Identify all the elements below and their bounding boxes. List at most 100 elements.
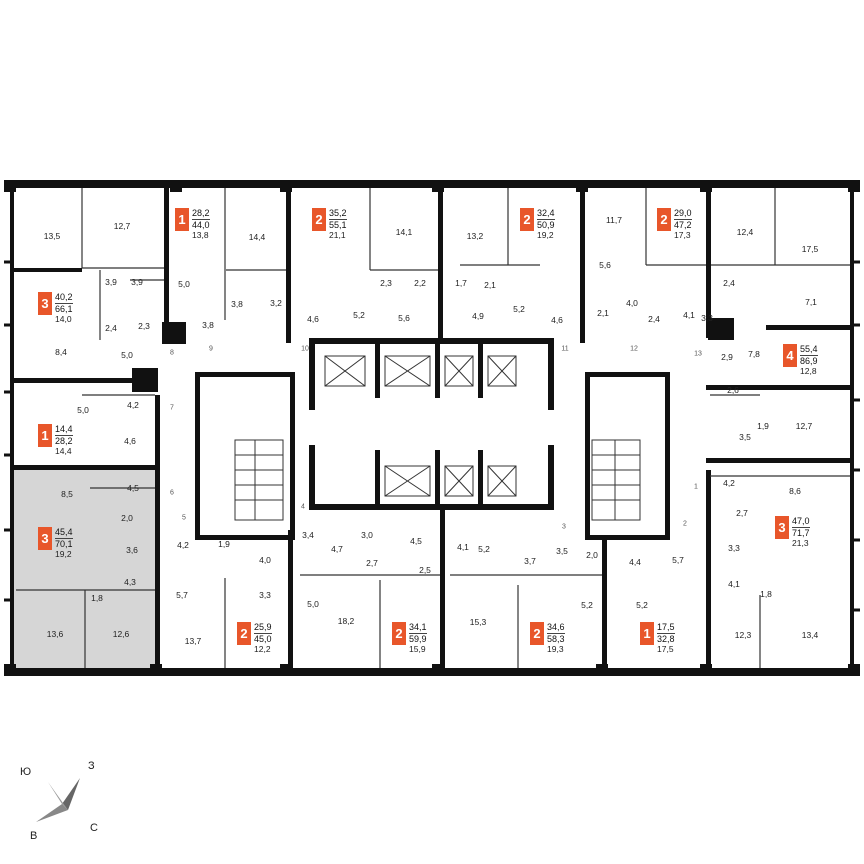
compass-n: З: [88, 760, 95, 772]
total-area: 45,0: [254, 634, 272, 644]
kitchen-area: 15,9: [409, 644, 426, 654]
room-area: 2,0: [586, 550, 598, 560]
room-area: 1,8: [760, 589, 772, 599]
total-area: 59,9: [409, 634, 427, 644]
entrance-number: 3: [562, 523, 566, 531]
room-area: 2,4: [105, 323, 117, 333]
kitchen-area: 14,4: [55, 446, 72, 456]
room-area: 5,2: [478, 544, 490, 554]
living-area: 14,4: [55, 424, 73, 436]
living-area: 55,4: [800, 344, 818, 356]
room-area: 4,0: [259, 555, 271, 565]
room-area: 3,9: [105, 277, 117, 287]
room-area: 4,6: [551, 315, 563, 325]
room-area: 4,5: [410, 536, 422, 546]
entrance-number: 10: [301, 345, 309, 353]
compass-rose-icon: [36, 778, 88, 830]
room-area: 4,1: [683, 310, 695, 320]
entrance-number: 7: [170, 404, 174, 412]
room-area: 14,1: [395, 227, 413, 237]
room-area: 13,2: [466, 231, 484, 241]
room-area: 5,2: [513, 304, 525, 314]
total-area: 28,2: [55, 436, 73, 446]
kitchen-area: 21,1: [329, 230, 346, 240]
room-area: 12,6: [112, 629, 130, 639]
entrance-number: 4: [301, 503, 305, 511]
room-area: 4,1: [728, 579, 740, 589]
room-count: 3: [38, 527, 52, 550]
room-count: 2: [530, 622, 544, 645]
total-area: 86,9: [800, 356, 818, 366]
room-area: 15,3: [469, 617, 487, 627]
room-area: 3,3: [728, 543, 740, 553]
room-area: 4,9: [472, 311, 484, 321]
room-area: 11,7: [606, 215, 622, 225]
kitchen-area: 12,2: [254, 644, 271, 654]
room-area: 2,7: [736, 508, 748, 518]
room-area: 3,3: [701, 313, 713, 323]
room-area: 12,3: [734, 630, 752, 640]
entrance-number: 1: [694, 483, 698, 491]
inner-lines: [16, 188, 850, 668]
living-area: 40,2: [55, 292, 73, 304]
total-area: 44,0: [192, 220, 210, 230]
compass-s: В: [30, 830, 38, 842]
kitchen-area: 19,2: [537, 230, 554, 240]
living-area: 34,6: [547, 622, 565, 634]
room-area: 4,1: [457, 542, 469, 552]
living-area: 34,1: [409, 622, 427, 634]
room-area: 17,5: [801, 244, 819, 254]
kitchen-area: 14,0: [55, 314, 72, 324]
room-area: 5,0: [307, 599, 319, 609]
room-area: 3,5: [556, 546, 568, 556]
room-count: 2: [657, 208, 671, 231]
room-area: 2,1: [597, 308, 609, 318]
room-area: 8,6: [789, 486, 801, 496]
room-area: 1,9: [218, 539, 230, 549]
room-area: 7,1: [805, 297, 817, 307]
living-area: 17,5: [657, 622, 675, 634]
room-area: 3,7: [524, 556, 536, 566]
kitchen-area: 13,8: [192, 230, 209, 240]
room-area: 5,7: [672, 555, 684, 565]
room-area: 2,1: [484, 280, 496, 290]
room-area: 3,8: [202, 320, 214, 330]
room-area: 13,6: [46, 629, 64, 639]
room-area: 4,2: [723, 478, 735, 488]
room-area: 12,4: [736, 227, 754, 237]
room-area: 14,4: [248, 232, 266, 242]
room-count: 2: [312, 208, 326, 231]
room-area: 4,7: [331, 544, 343, 554]
room-area: 5,2: [353, 310, 365, 320]
room-count: 2: [392, 622, 406, 645]
total-area: 71,7: [792, 528, 810, 538]
partition-walls: [14, 188, 850, 668]
kitchen-area: 19,2: [55, 549, 72, 559]
room-area: 3,5: [739, 432, 751, 442]
total-area: 50,9: [537, 220, 555, 230]
room-area: 5,0: [178, 279, 190, 289]
room-area: 5,6: [599, 260, 611, 270]
kitchen-area: 17,5: [657, 644, 674, 654]
total-area: 58,3: [547, 634, 565, 644]
entrance-number: 13: [694, 350, 702, 358]
room-area: 2,0: [121, 513, 133, 523]
room-count: 1: [640, 622, 654, 645]
compass-e: С: [90, 822, 98, 834]
room-count: 2: [520, 208, 534, 231]
room-area: 3,8: [231, 299, 243, 309]
room-area: 13,7: [184, 636, 202, 646]
